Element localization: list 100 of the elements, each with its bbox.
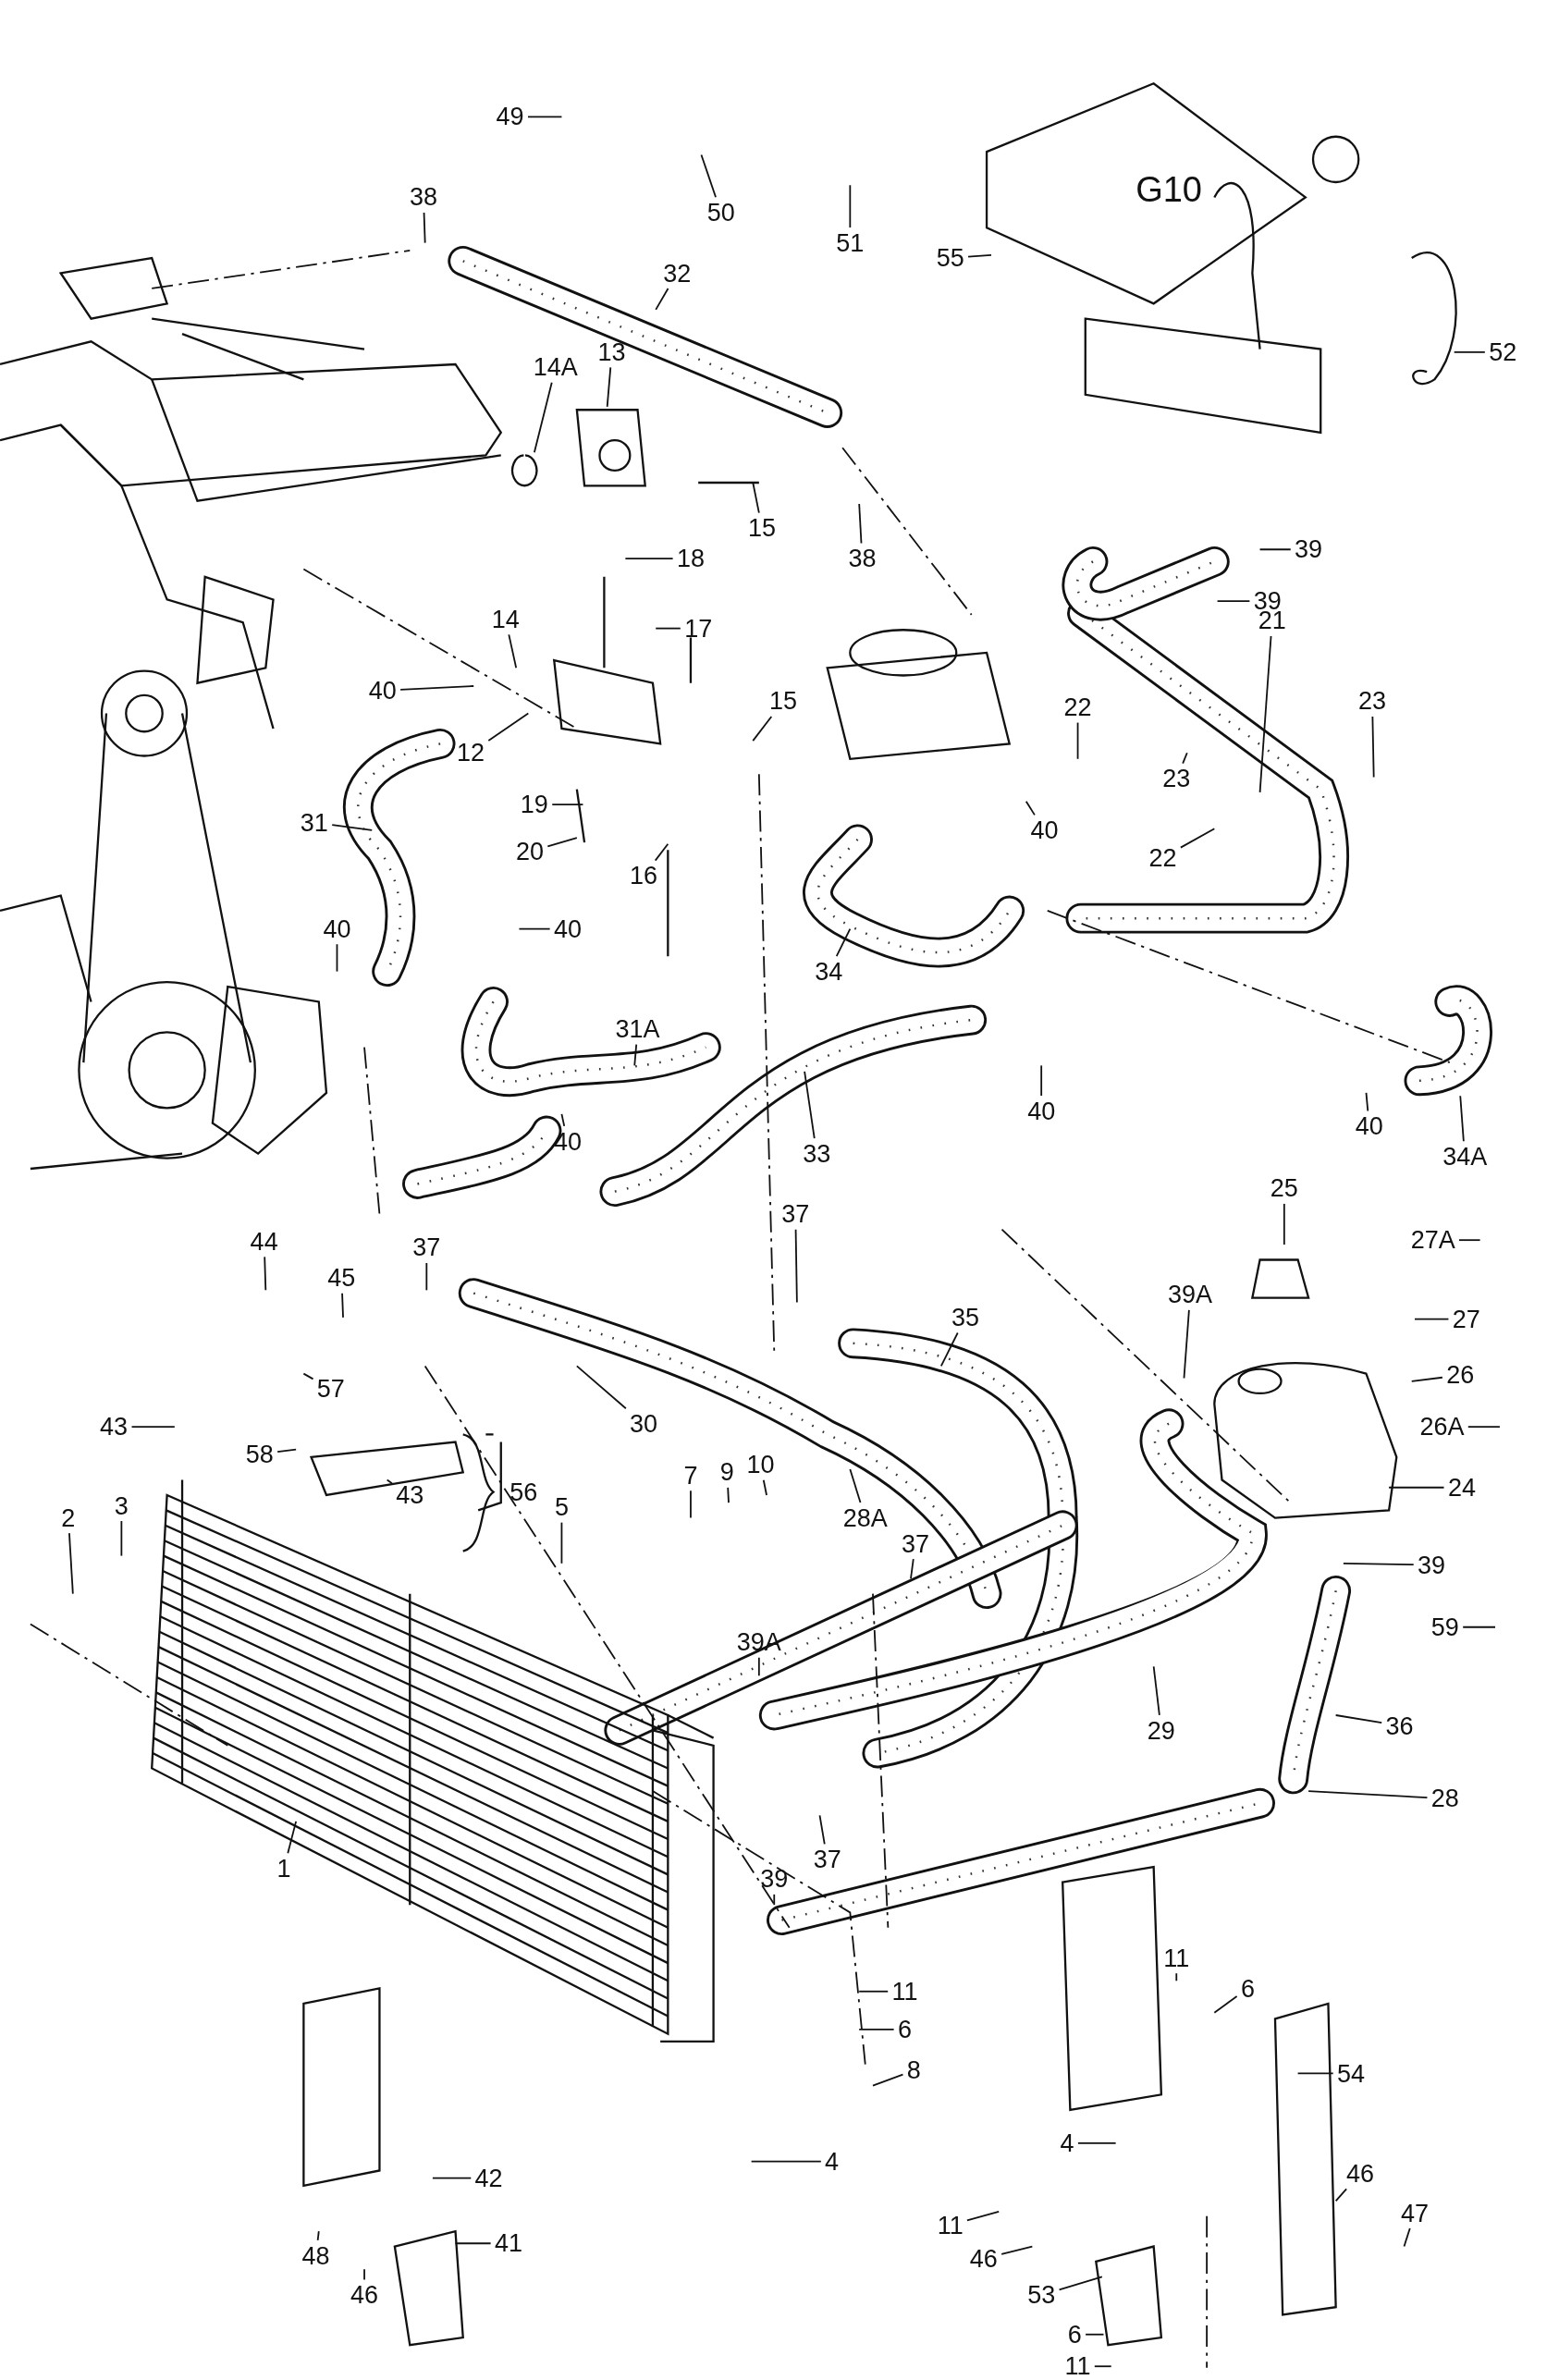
callout-number: 46 bbox=[968, 2244, 999, 2273]
leader-line bbox=[130, 1426, 176, 1428]
callout-number: 26A bbox=[1418, 1413, 1466, 1441]
leader-line bbox=[804, 1071, 816, 1139]
callout-number: 10 bbox=[745, 1451, 776, 1479]
callout-number: 29 bbox=[1146, 1716, 1176, 1745]
leader-line bbox=[276, 1448, 298, 1454]
callout-number: 4 bbox=[824, 2147, 841, 2176]
callout-number: 58 bbox=[244, 1440, 275, 1468]
leader-line bbox=[386, 1478, 393, 1485]
leader-line bbox=[518, 927, 551, 930]
leader-line bbox=[1152, 1665, 1160, 1716]
leader-line bbox=[1258, 548, 1292, 551]
leader-line bbox=[1025, 800, 1036, 816]
leader-line bbox=[120, 1520, 123, 1557]
leader-line bbox=[606, 366, 612, 408]
callout-number: 28A bbox=[841, 1503, 889, 1532]
leader-line bbox=[966, 2210, 1000, 2222]
leader-line bbox=[527, 116, 563, 118]
callout-number: 8 bbox=[905, 2056, 922, 2085]
leader-line bbox=[1388, 1486, 1445, 1489]
leader-line bbox=[1453, 350, 1486, 353]
callout-number: 11 bbox=[1162, 1944, 1191, 1972]
leader-line bbox=[1085, 2333, 1105, 2336]
callout-number: 6 bbox=[896, 2015, 913, 2043]
callout-number: 20 bbox=[514, 837, 545, 865]
callout-number: 50 bbox=[706, 198, 736, 227]
leader-line bbox=[624, 558, 674, 559]
leader-line bbox=[849, 184, 852, 228]
callout-number: 54 bbox=[1336, 2059, 1367, 2088]
callout-number: 37 bbox=[411, 1233, 442, 1262]
leader-line bbox=[1040, 1064, 1043, 1097]
callout-number: 40 bbox=[1354, 1112, 1384, 1141]
callout-number: 28 bbox=[1430, 1785, 1460, 1813]
leader-line bbox=[363, 2268, 365, 2281]
leader-line bbox=[423, 212, 426, 244]
leader-line bbox=[654, 842, 669, 862]
leader-line bbox=[399, 685, 475, 691]
leader-line bbox=[68, 1532, 74, 1595]
leader-line bbox=[1307, 1790, 1429, 1799]
callout-number: 2 bbox=[60, 1503, 77, 1532]
callout-number: 15 bbox=[768, 687, 799, 716]
leader-line bbox=[454, 2242, 492, 2245]
callout-number: 5 bbox=[553, 1493, 570, 1522]
leader-line bbox=[655, 288, 669, 311]
callout-number: 6 bbox=[1239, 1974, 1256, 2003]
leader-line bbox=[762, 1478, 767, 1496]
callout-number: 48 bbox=[301, 2241, 331, 2270]
leader-line bbox=[757, 1656, 760, 1677]
callout-number: 39 bbox=[1294, 535, 1324, 564]
leader-line bbox=[341, 1292, 344, 1319]
callout-number: 16 bbox=[629, 862, 659, 890]
leader-line bbox=[1334, 2188, 1348, 2202]
callout-number: 53 bbox=[1026, 2281, 1057, 2310]
callout-number: 13 bbox=[596, 337, 627, 366]
leader-line bbox=[316, 2230, 320, 2241]
leader-line bbox=[1077, 2142, 1117, 2144]
callout-number: 17 bbox=[683, 614, 714, 643]
leader-line bbox=[1058, 2276, 1103, 2291]
leader-line bbox=[858, 2028, 895, 2030]
leader-line bbox=[560, 1113, 566, 1127]
callout-number: 7 bbox=[682, 1461, 699, 1490]
callout-number: 24 bbox=[1446, 1473, 1477, 1502]
leader-line bbox=[487, 712, 530, 742]
callout-number: 27A bbox=[1409, 1226, 1456, 1255]
leader-line bbox=[750, 2160, 822, 2163]
leader-line bbox=[1334, 1714, 1383, 1724]
leader-line bbox=[1000, 2245, 1034, 2255]
leader-line bbox=[633, 1043, 638, 1067]
leader-line bbox=[1283, 1203, 1285, 1245]
leader-line bbox=[690, 1490, 692, 1519]
callout-number: 12 bbox=[455, 739, 485, 767]
leader-line bbox=[1371, 716, 1375, 779]
callout-number: 3 bbox=[113, 1491, 129, 1520]
callout-number: 9 bbox=[718, 1458, 735, 1487]
callout-number: 46 bbox=[1344, 2159, 1375, 2188]
callout-number: 51 bbox=[835, 228, 865, 257]
callout-number: 32 bbox=[662, 259, 693, 288]
leader-line bbox=[858, 503, 863, 545]
leader-line bbox=[858, 1990, 890, 1993]
callout-number: 40 bbox=[322, 914, 352, 943]
leader-line bbox=[1076, 721, 1079, 760]
leader-line bbox=[849, 1468, 862, 1503]
callout-number: 57 bbox=[315, 1375, 346, 1404]
leader-line bbox=[835, 927, 852, 957]
leader-line bbox=[331, 824, 374, 831]
leader-line bbox=[1414, 1318, 1450, 1320]
leader-line bbox=[910, 1558, 915, 1580]
leader-line bbox=[1213, 1995, 1238, 2014]
leader-line bbox=[1467, 1426, 1501, 1428]
callout-number: 34 bbox=[814, 957, 844, 986]
callout-number: 49 bbox=[495, 103, 525, 131]
callout-number: 43 bbox=[395, 1481, 425, 1510]
callout-number: 30 bbox=[629, 1409, 659, 1438]
callout-number: 41 bbox=[493, 2229, 523, 2258]
callout-number: 39A bbox=[1167, 1281, 1214, 1309]
callout-number: 35 bbox=[951, 1303, 981, 1331]
leader-line bbox=[1175, 1972, 1178, 1982]
callout-number: 47 bbox=[1400, 2199, 1430, 2227]
callout-number: 40 bbox=[1026, 1097, 1057, 1125]
